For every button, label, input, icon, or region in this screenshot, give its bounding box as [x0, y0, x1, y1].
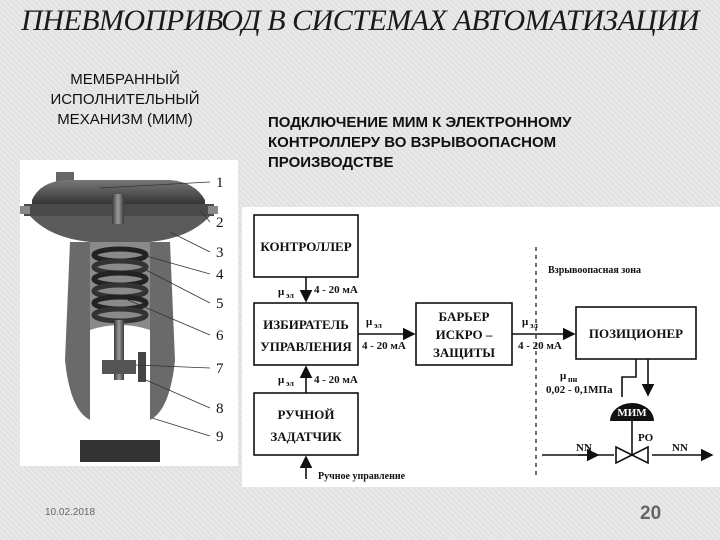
- lower-housing: [30, 216, 210, 242]
- mim-label: МИМ: [617, 407, 647, 419]
- barrier-label-1: БАРЬЕР: [439, 309, 490, 324]
- signal-pn: пн: [568, 375, 578, 384]
- pipe-out-label: NN: [672, 442, 688, 454]
- barrier-label-2: ИСКРО –: [436, 327, 493, 342]
- slide-title: ПНЕВМОПРИВОД В СИСТЕМАХ АВТОМАТИЗАЦИИ: [21, 4, 699, 37]
- yoke-right: [150, 242, 175, 420]
- callout-4: 4: [216, 267, 224, 283]
- stem: [114, 320, 124, 380]
- ro-label: РО: [638, 432, 654, 444]
- scheme-drawing: КОНТРОЛЛЕР ИЗБИРАТЕЛЬ УПРАВЛЕНИЯ БАРЬЕР …: [253, 214, 714, 482]
- controller-label: КОНТРОЛЛЕР: [260, 239, 351, 254]
- vent-cap: [56, 172, 74, 182]
- selector-block: [253, 302, 359, 366]
- positioner-label: ПОЗИЦИОНЕР: [589, 326, 683, 341]
- callout-8: 8: [216, 401, 224, 417]
- callout-2: 2: [216, 215, 224, 231]
- signal-mu-1: μ: [278, 286, 285, 298]
- scheme-heading: ПОДКЛЮЧЕНИЕ МИМ К ЭЛЕКТРОННОМУ КОНТРОЛЛЕ…: [268, 114, 572, 171]
- signal-mu-5: μ: [560, 370, 567, 382]
- control-valve-symbol: [615, 445, 649, 465]
- manual-control-label: Ручное управление: [318, 471, 406, 482]
- yoke-left: [65, 242, 90, 420]
- signal-mu-2: μ: [366, 316, 373, 328]
- current-range-2: 4 - 20 мА: [362, 340, 406, 352]
- callout-9: 9: [216, 429, 224, 445]
- signal-mu-4: μ: [278, 374, 285, 386]
- actuator-illustration: 1 2 3 4 5 6 7 8 9: [20, 160, 238, 466]
- connection-scheme: КОНТРОЛЛЕР ИЗБИРАТЕЛЬ УПРАВЛЕНИЯ БАРЬЕР …: [242, 207, 720, 487]
- spring: [91, 246, 149, 324]
- stem-top: [112, 194, 124, 224]
- pipe-in-label: NN: [576, 442, 592, 454]
- page-number: 20: [640, 503, 662, 524]
- selector-label-1: ИЗБИРАТЕЛЬ: [263, 317, 349, 332]
- mechanism-heading: МЕМБРАННЫЙ ИСПОЛНИТЕЛЬНЫЙ МЕХАНИЗМ (МИМ): [50, 71, 200, 128]
- manual-setter-block: [253, 392, 359, 456]
- hazard-zone-label: Взрывоопасная зона: [548, 265, 641, 276]
- barrier-label-3: ЗАЩИТЫ: [433, 345, 495, 360]
- signal-mu-3: μ: [522, 316, 529, 328]
- current-range-3: 4 - 20 мА: [518, 340, 562, 352]
- signal-el-1: эл: [286, 291, 294, 300]
- callout-7: 7: [216, 361, 224, 377]
- slide-date: 10.02.2018: [45, 507, 96, 518]
- mim-actuator-symbol: [610, 403, 654, 421]
- actuator-drawing: 1 2 3 4 5 6 7 8 9: [20, 172, 224, 462]
- pressure-range: 0,02 - 0,1МПа: [546, 384, 613, 396]
- manual-setter-label-2: ЗАДАТЧИК: [270, 429, 342, 444]
- stem-coupling: [102, 360, 136, 374]
- callout-3: 3: [216, 245, 224, 261]
- current-range-1: 4 - 20 мА: [314, 284, 358, 296]
- manual-setter-label-1: РУЧНОЙ: [277, 407, 334, 422]
- signal-el-3: эл: [530, 321, 538, 330]
- signal-el-2: эл: [374, 321, 382, 330]
- callout-1: 1: [216, 175, 224, 191]
- callout-5: 5: [216, 296, 224, 312]
- signal-el-4: эл: [286, 379, 294, 388]
- callout-6: 6: [216, 328, 224, 344]
- current-range-4: 4 - 20 мА: [314, 374, 358, 386]
- position-indicator: [138, 352, 146, 382]
- selector-label-2: УПРАВЛЕНИЯ: [260, 339, 352, 354]
- bottom-mount: [80, 440, 160, 462]
